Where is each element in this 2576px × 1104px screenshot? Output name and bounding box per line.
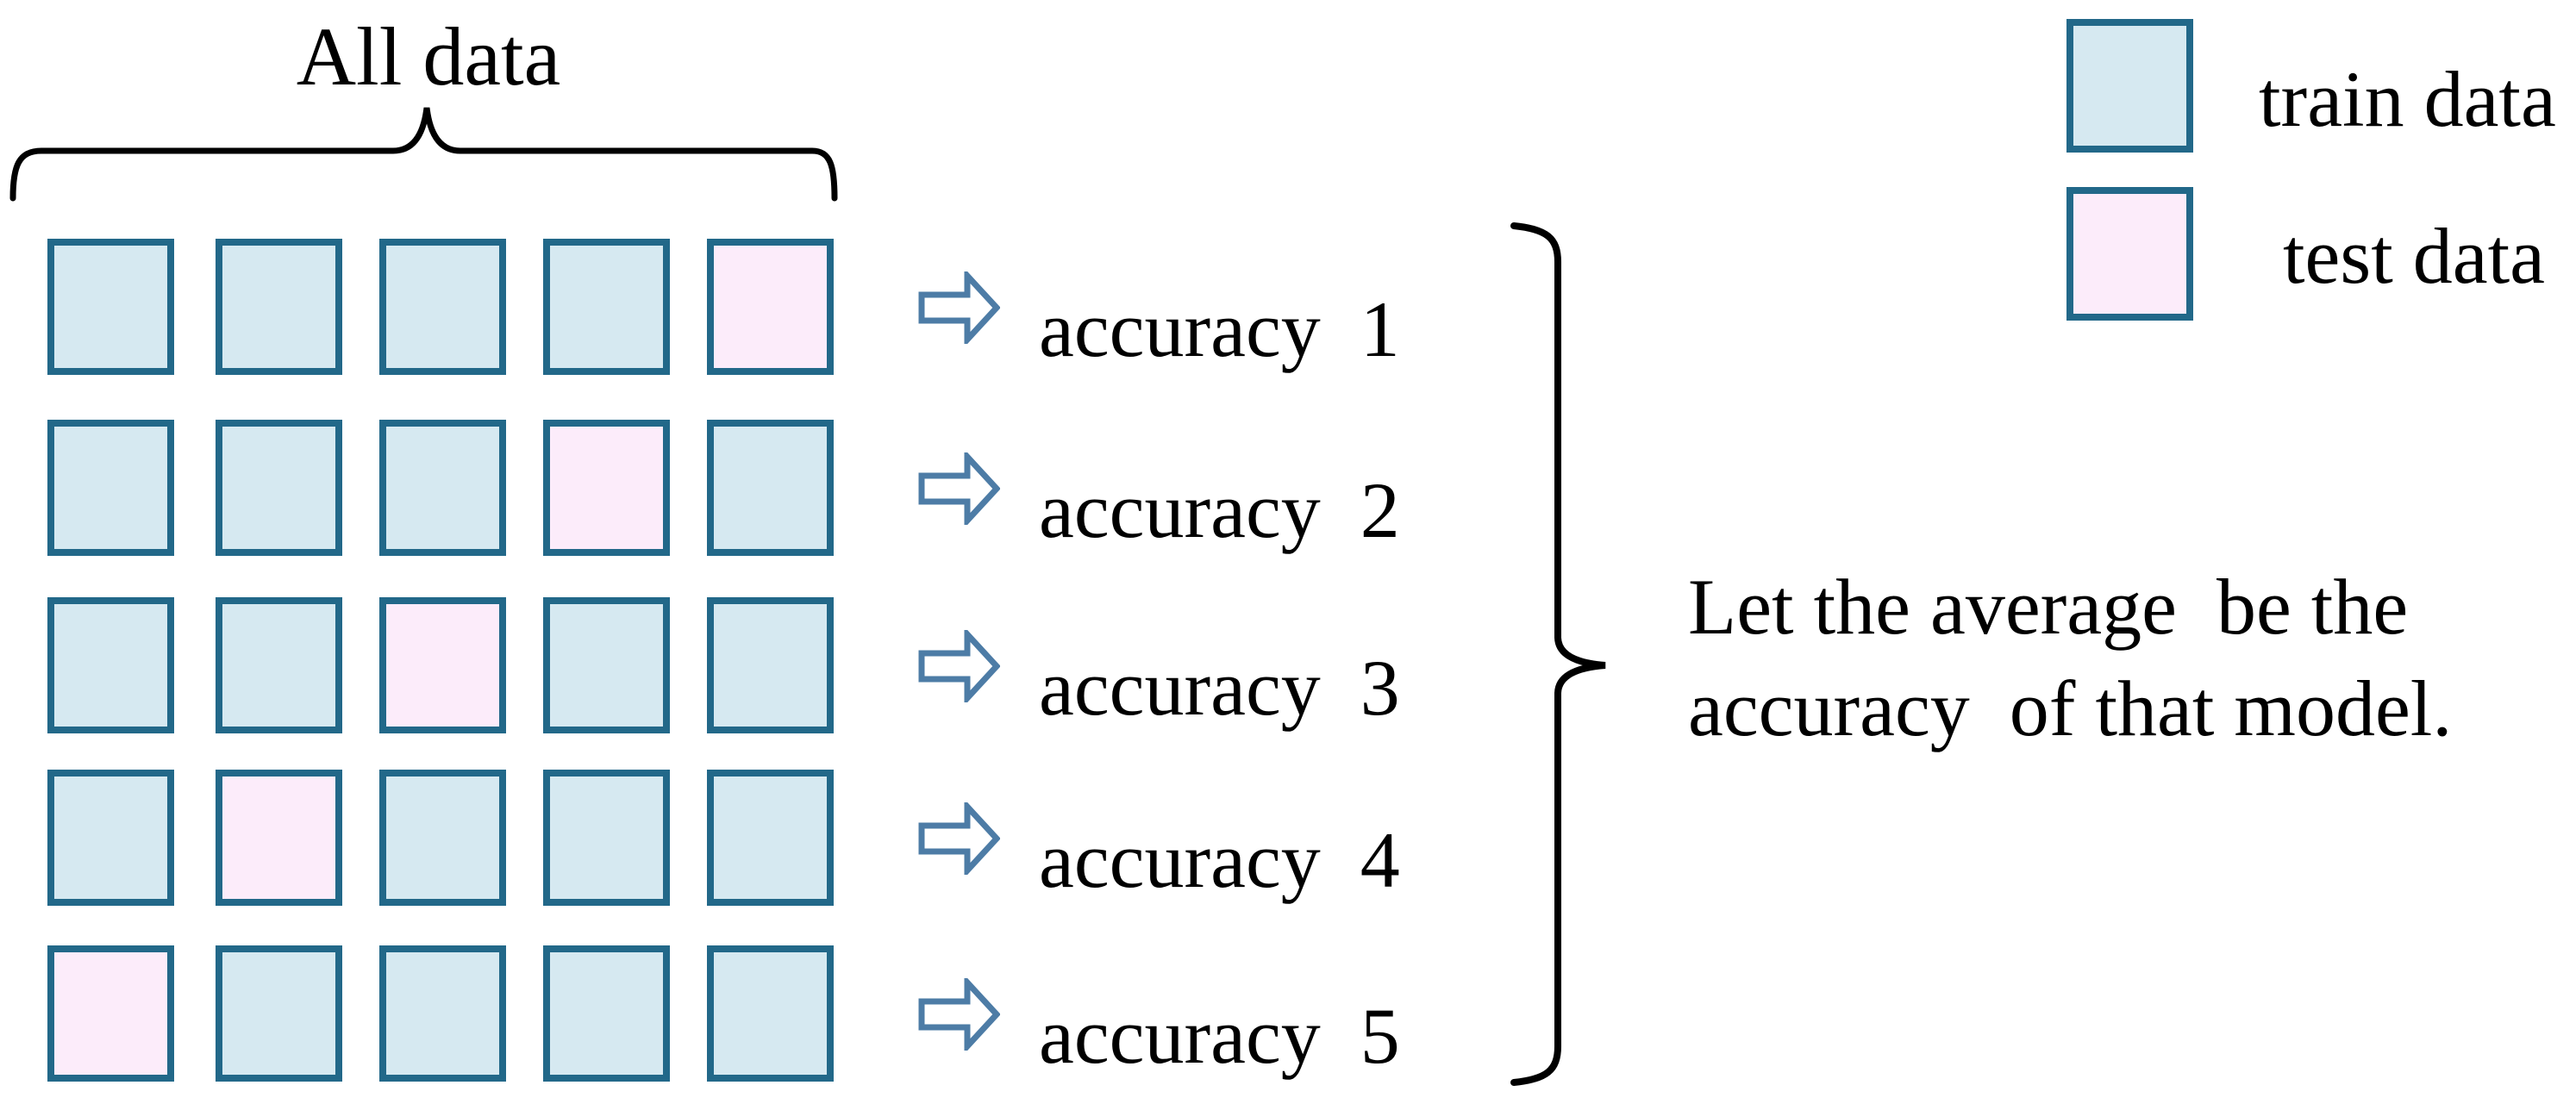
- test-data-label: test data: [2283, 212, 2545, 300]
- train-data-cell: [543, 597, 670, 733]
- train-data-cell: [216, 420, 342, 556]
- train-data-cell: [707, 770, 834, 906]
- accuracy-label: accuracy 1: [1039, 285, 1400, 373]
- train-data-cell: [47, 597, 174, 733]
- arrow-right-icon: [918, 271, 1000, 344]
- arrow-right-icon: [918, 802, 1000, 875]
- accuracy-label: accuracy 2: [1039, 466, 1400, 554]
- train-data-cell: [379, 239, 506, 375]
- test-data-swatch: [2066, 187, 2193, 321]
- arrow-right-icon: [918, 978, 1000, 1051]
- accuracy-label: accuracy 4: [1039, 816, 1400, 904]
- train-data-cell: [379, 945, 506, 1082]
- arrow-right-icon: [918, 452, 1000, 525]
- train-data-cell: [216, 597, 342, 733]
- all-data-brace: [9, 107, 838, 202]
- all-data-title: All data: [296, 10, 561, 103]
- train-data-cell: [707, 597, 834, 733]
- arrow-right-icon: [918, 630, 1000, 702]
- test-data-cell: [216, 770, 342, 906]
- train-data-cell: [47, 420, 174, 556]
- conclusion-text: Let the average be the accuracy of that …: [1688, 563, 2453, 752]
- train-data-cell: [47, 770, 174, 906]
- train-data-cell: [216, 945, 342, 1082]
- train-data-cell: [707, 420, 834, 556]
- test-data-cell: [707, 239, 834, 375]
- train-data-cell: [379, 420, 506, 556]
- test-data-cell: [47, 945, 174, 1082]
- test-data-cell: [379, 597, 506, 733]
- train-data-swatch: [2066, 19, 2193, 153]
- train-data-cell: [47, 239, 174, 375]
- train-data-cell: [543, 239, 670, 375]
- train-data-cell: [543, 945, 670, 1082]
- accuracy-label: accuracy 3: [1039, 644, 1400, 732]
- test-data-cell: [543, 420, 670, 556]
- train-data-label: train data: [2259, 55, 2556, 143]
- train-data-cell: [543, 770, 670, 906]
- train-data-cell: [379, 770, 506, 906]
- accuracy-label: accuracy 5: [1039, 992, 1400, 1080]
- train-data-cell: [216, 239, 342, 375]
- accuracy-group-brace: [1510, 222, 1606, 1086]
- train-data-cell: [707, 945, 834, 1082]
